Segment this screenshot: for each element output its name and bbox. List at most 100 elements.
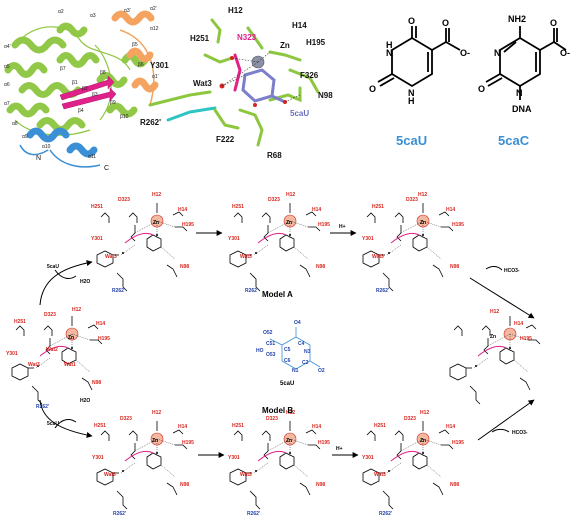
svg-text:N: N	[386, 48, 393, 58]
svg-text:H195: H195	[182, 440, 194, 446]
zinc-label: Zn	[280, 41, 290, 50]
svg-text:C5: C5	[284, 347, 291, 353]
svg-text:R262': R262'	[247, 511, 260, 517]
residue-label-r262: R262'	[140, 118, 161, 127]
name-5cau: 5caU	[396, 133, 427, 148]
svg-text:H14: H14	[178, 207, 187, 213]
svg-text:Y301: Y301	[92, 455, 104, 461]
svg-text:N3: N3	[304, 349, 311, 355]
svg-text:Wat1: Wat1	[64, 362, 76, 368]
svg-text:R262': R262'	[112, 288, 125, 294]
strand-label: β4	[78, 108, 84, 114]
model-b-step2	[362, 420, 454, 510]
svg-text:C2: C2	[302, 360, 309, 366]
model-a-label: Model A	[262, 290, 293, 299]
svg-text:O53: O53	[266, 352, 276, 358]
svg-text:H14: H14	[178, 424, 187, 430]
residue-label-n98: N98	[318, 91, 333, 100]
svg-text:H12: H12	[152, 192, 161, 198]
svg-text:Y301: Y301	[362, 455, 374, 461]
svg-text:O4: O4	[294, 320, 301, 326]
chemical-structures	[377, 26, 567, 100]
helix-label: α8	[12, 121, 18, 127]
svg-text:H14: H14	[446, 207, 455, 213]
structure-5cac	[485, 26, 567, 100]
residue-label-f326: F326	[300, 71, 319, 80]
svg-text:Y301: Y301	[362, 236, 374, 242]
svg-text:H12: H12	[286, 410, 295, 416]
central-5cau-label: 5caU	[280, 381, 294, 387]
product-state	[449, 315, 541, 405]
svg-text:H195: H195	[98, 336, 110, 342]
name-5cac: 5caC	[498, 133, 530, 148]
atom-labels-c: O O H N N H O O- NH2 O N N DNA O O-	[369, 14, 570, 114]
svg-text:H12: H12	[152, 410, 161, 416]
svg-text:D323: D323	[266, 416, 278, 422]
helix-label: α12	[150, 26, 159, 32]
svg-text:R262': R262'	[245, 288, 258, 294]
svg-text:N98: N98	[180, 482, 189, 488]
svg-text:O: O	[442, 18, 449, 28]
svg-text:Wat3: Wat3	[104, 472, 116, 478]
svg-text:O-: O-	[460, 48, 470, 58]
svg-text:H12: H12	[72, 307, 81, 313]
strand-label: β10	[120, 114, 129, 120]
svg-text:D323: D323	[118, 197, 130, 203]
scheme-labels: H251 D323 H12 Zn H14 H195 Y301 Wat3 N98 …	[6, 192, 532, 517]
svg-text:Y301: Y301	[228, 236, 240, 242]
svg-text:R262': R262'	[113, 511, 126, 517]
strand-label: β3	[92, 92, 98, 98]
svg-text:Zn: Zn	[286, 438, 292, 444]
svg-text:N98: N98	[316, 482, 325, 488]
residue-label-n323: N323	[237, 33, 257, 42]
svg-text:Y301: Y301	[6, 351, 18, 357]
svg-text:Wat3: Wat3	[374, 472, 386, 478]
strand-label: β8	[100, 70, 106, 76]
svg-text:O: O	[550, 18, 557, 28]
mechanism-schemes	[11, 202, 541, 510]
svg-text:Wat3: Wat3	[372, 254, 384, 260]
substrate-label-5cau: 5caU	[290, 109, 309, 118]
model-a-step2	[362, 202, 454, 292]
helix-label: α7	[4, 101, 10, 107]
svg-text:H14: H14	[312, 424, 321, 430]
residue-label-h251: H251	[190, 34, 210, 43]
svg-text:Zn: Zn	[152, 438, 158, 444]
svg-text:N98: N98	[180, 264, 189, 270]
svg-text:H195: H195	[452, 222, 464, 228]
svg-text:N: N	[494, 48, 501, 58]
svg-text:H195: H195	[182, 222, 194, 228]
strand-label: β9	[110, 100, 116, 106]
strand-label: β7	[60, 66, 66, 72]
svg-text:H2O: H2O	[80, 279, 90, 285]
svg-text:Zn: Zn	[490, 334, 496, 340]
strand-label: β1	[72, 80, 78, 86]
svg-text:O: O	[369, 84, 376, 94]
svg-text:Zn: Zn	[420, 438, 426, 444]
svg-text:O: O	[408, 16, 415, 26]
svg-text:Zn: Zn	[286, 220, 292, 226]
residue-label-r68: R68	[267, 151, 282, 160]
strand-label: β2	[82, 86, 88, 92]
residue-label-y301: Y301	[150, 61, 169, 70]
svg-text:H14: H14	[96, 321, 105, 327]
model-a-start	[96, 202, 188, 292]
svg-text:R262': R262'	[379, 511, 392, 517]
svg-text:H2O: H2O	[80, 398, 90, 404]
svg-text:D323: D323	[44, 312, 56, 318]
svg-text:O: O	[478, 84, 485, 94]
svg-text:Zn: Zn	[153, 220, 159, 226]
svg-text:5caU: 5caU	[47, 264, 59, 270]
helix-label: α10	[42, 144, 51, 150]
svg-text:Y301: Y301	[228, 455, 240, 461]
residue-label-h12: H12	[228, 6, 243, 15]
svg-text:DNA: DNA	[512, 104, 532, 114]
svg-text:H251: H251	[14, 319, 26, 325]
svg-text:H12: H12	[418, 192, 427, 198]
svg-text:H251: H251	[232, 423, 244, 429]
initial-state	[11, 315, 103, 405]
svg-text:Y301: Y301	[91, 236, 103, 242]
svg-text:C51: C51	[266, 341, 275, 347]
svg-text:H12: H12	[490, 309, 499, 315]
